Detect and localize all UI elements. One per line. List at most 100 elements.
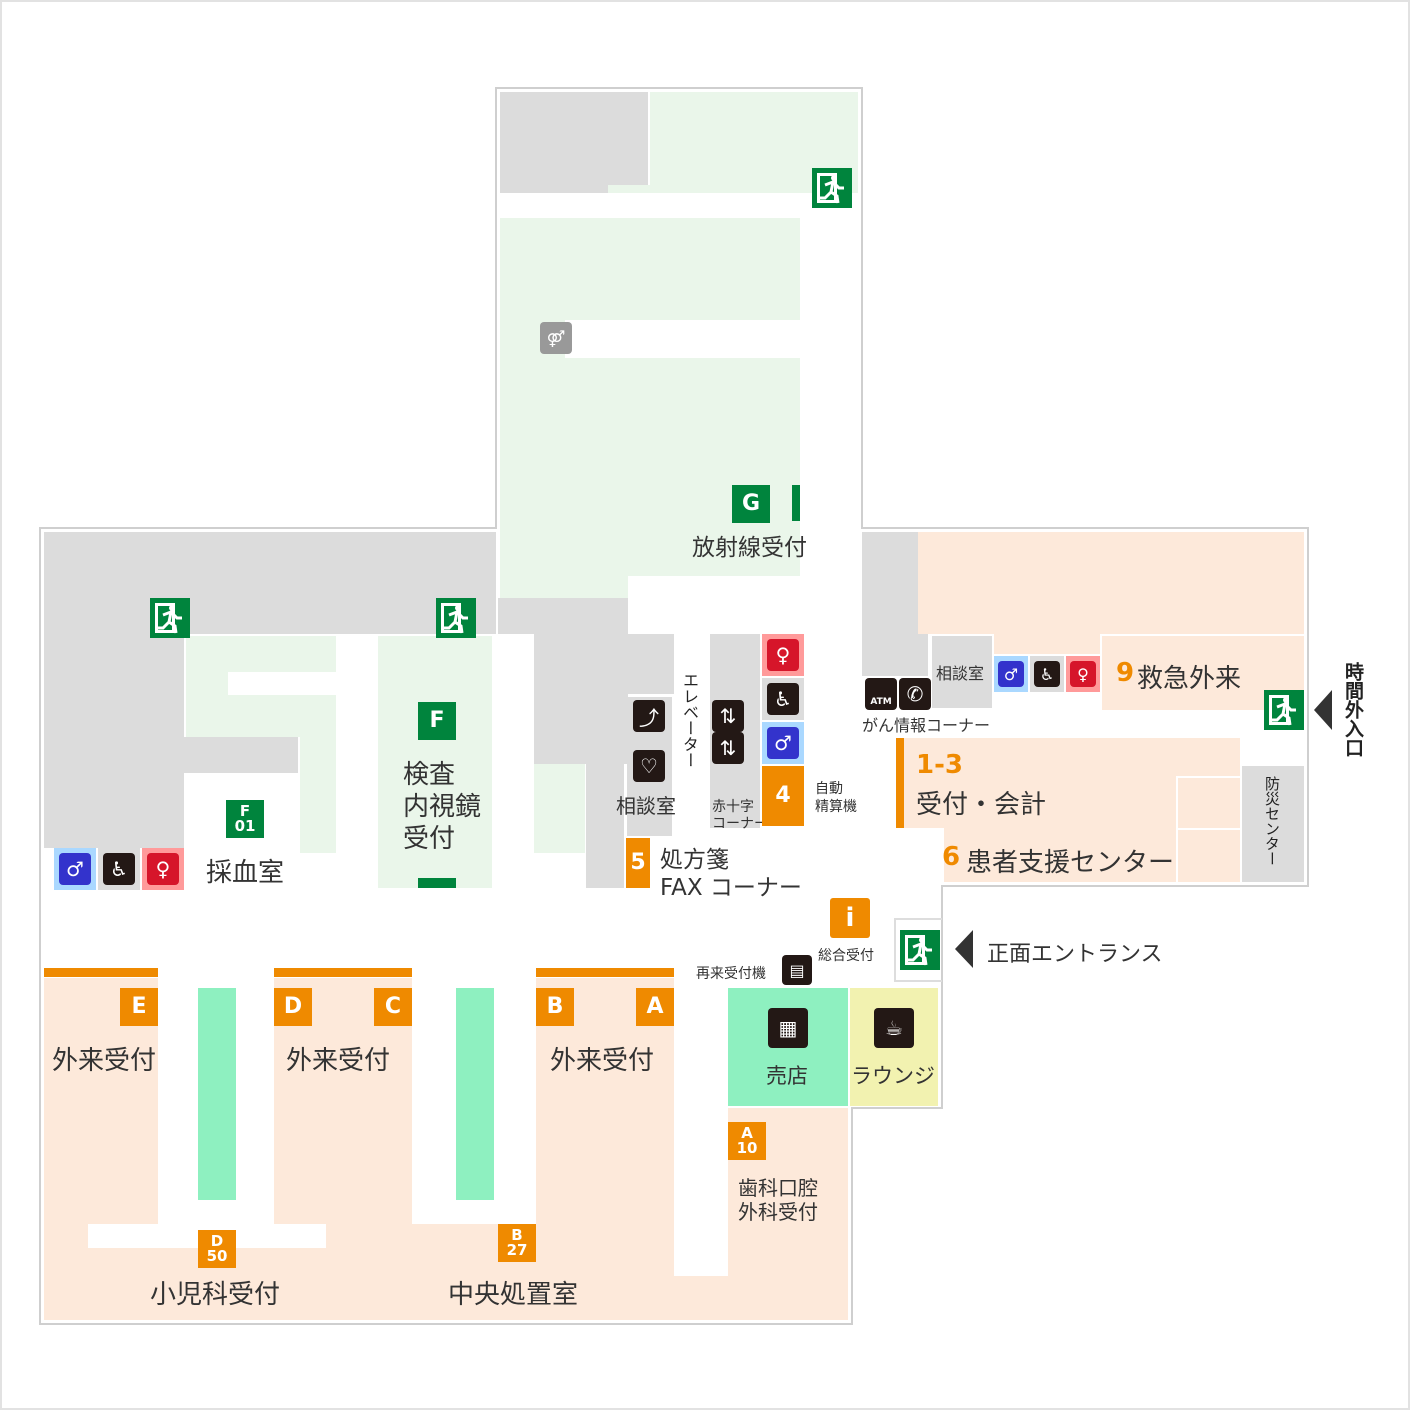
room bbox=[498, 598, 628, 634]
outpatient-badge-a: A bbox=[636, 988, 674, 1026]
info-label: 総合受付 bbox=[818, 948, 874, 964]
accessible-restroom-icon: ♿ bbox=[762, 678, 804, 720]
emergency-exit-icon bbox=[1264, 690, 1304, 730]
room bbox=[44, 634, 184, 848]
reception-area bbox=[896, 738, 1240, 828]
badge-bottom: 10 bbox=[736, 1139, 758, 1157]
emergency-exit-icon bbox=[812, 168, 852, 208]
emergency-label: 救急外来 bbox=[1137, 664, 1242, 694]
badge-top: B bbox=[511, 1226, 523, 1244]
emergency-exit-icon bbox=[436, 598, 476, 638]
room bbox=[608, 185, 858, 193]
outpatient-label: 外来受付 bbox=[286, 1046, 391, 1076]
room bbox=[184, 737, 298, 773]
male-restroom-icon: ♂ bbox=[54, 848, 96, 890]
male-restroom-icon: ♂ bbox=[994, 656, 1028, 692]
room bbox=[44, 532, 496, 634]
room bbox=[534, 764, 585, 853]
exam-area bbox=[378, 636, 492, 888]
room bbox=[500, 92, 648, 193]
exam-label-1: 検査 bbox=[403, 760, 456, 790]
dental-label-2: 外科受付 bbox=[738, 1200, 818, 1224]
room bbox=[534, 634, 628, 764]
badge-bottom: 01 bbox=[234, 817, 256, 835]
auto-pay-badge: 4 bbox=[762, 766, 804, 826]
radiology-label: 放射線受付 bbox=[692, 535, 807, 561]
patient-support-label: 患者支援センター bbox=[966, 848, 1175, 878]
shop-icon: ▦ bbox=[768, 1008, 808, 1048]
disaster-center-label: 防災センター bbox=[1263, 776, 1281, 866]
room bbox=[186, 695, 336, 737]
room bbox=[586, 764, 624, 888]
radiology-area bbox=[500, 576, 628, 598]
outpatient-badge-e: E bbox=[120, 988, 158, 1026]
emergency-code: 9 bbox=[1116, 658, 1135, 688]
red-cross-label-1: 赤十字 bbox=[712, 799, 754, 815]
emergency-exit-icon bbox=[900, 930, 940, 970]
entrance-vestibule bbox=[894, 918, 942, 982]
emergency-area bbox=[918, 532, 1304, 634]
accessible-restroom-icon: ♿ bbox=[1030, 656, 1064, 692]
prescription-label-2: FAX コーナー bbox=[660, 875, 802, 901]
disaster-center bbox=[1242, 766, 1304, 882]
reception-bar bbox=[896, 738, 904, 828]
prescription-label-1: 処方箋 bbox=[660, 847, 729, 873]
reception-bar bbox=[536, 968, 674, 977]
auto-pay-label-1: 自動 bbox=[815, 781, 843, 797]
waiting-area bbox=[456, 988, 494, 1200]
radiology-area bbox=[500, 358, 800, 576]
emergency-area bbox=[994, 634, 1100, 654]
reception-machine-icon: ▤ bbox=[782, 955, 812, 985]
exam-label-3: 受付 bbox=[403, 824, 456, 854]
emergency-exit-icon bbox=[150, 598, 190, 638]
outpatient-badge-c: C bbox=[374, 988, 412, 1026]
room bbox=[300, 737, 336, 853]
elevator-icon: ⇅ bbox=[712, 732, 744, 764]
divider bbox=[1176, 828, 1240, 830]
information-icon: i bbox=[830, 898, 870, 938]
badge-top: D bbox=[210, 1232, 224, 1250]
exam-label-2: 内視鏡 bbox=[403, 792, 482, 822]
outpatient-badge-b: B bbox=[536, 988, 574, 1026]
atm-icon: ATM bbox=[865, 678, 897, 710]
patient-support-area bbox=[944, 828, 1240, 882]
female-restroom-icon: ♀ bbox=[1066, 656, 1100, 692]
blood-label: 採血室 bbox=[206, 858, 285, 888]
prescription-badge: 5 bbox=[626, 838, 650, 888]
outpatient-label: 外来受付 bbox=[52, 1046, 157, 1076]
dental-label-1: 歯科口腔 bbox=[738, 1176, 818, 1200]
badge-top: F bbox=[239, 802, 251, 820]
patient-support-code: 6 bbox=[942, 842, 961, 872]
restroom-icon: ⚤ bbox=[536, 318, 576, 358]
badge-top: A bbox=[741, 1124, 753, 1142]
female-restroom-icon: ♀ bbox=[142, 848, 184, 890]
reception-bar bbox=[274, 968, 412, 977]
divider bbox=[1176, 776, 1240, 778]
heart-icon: ♡ bbox=[633, 750, 665, 782]
female-restroom-icon: ♀ bbox=[762, 634, 804, 676]
cancer-info-label: がん情報コーナー bbox=[862, 716, 991, 735]
outpatient-label: 外来受付 bbox=[550, 1046, 655, 1076]
radiology-bar bbox=[792, 485, 800, 521]
treatment-label: 中央処置室 bbox=[448, 1280, 579, 1310]
waiting-area bbox=[198, 988, 236, 1200]
after-hours-entrance-label: 時間外入口 bbox=[1342, 662, 1364, 757]
room bbox=[862, 634, 928, 676]
male-restroom-icon: ♂ bbox=[762, 722, 804, 764]
pediatrics-label: 小児科受付 bbox=[150, 1280, 281, 1310]
elevator-icon: ⇅ bbox=[712, 700, 744, 732]
consult-right-label: 相談室 bbox=[936, 664, 985, 683]
room bbox=[186, 636, 336, 672]
lounge-label: ラウンジ bbox=[851, 1064, 935, 1088]
reception-bar bbox=[44, 968, 158, 977]
radiology-badge: G bbox=[732, 485, 770, 523]
arrow-left-icon bbox=[955, 930, 973, 968]
reception-code: 1-3 bbox=[916, 750, 963, 780]
consult-room-right bbox=[932, 636, 992, 708]
elevator-label: エレベーター bbox=[680, 672, 699, 768]
room bbox=[186, 672, 228, 695]
escalator-icon: ⤴ bbox=[633, 700, 665, 732]
